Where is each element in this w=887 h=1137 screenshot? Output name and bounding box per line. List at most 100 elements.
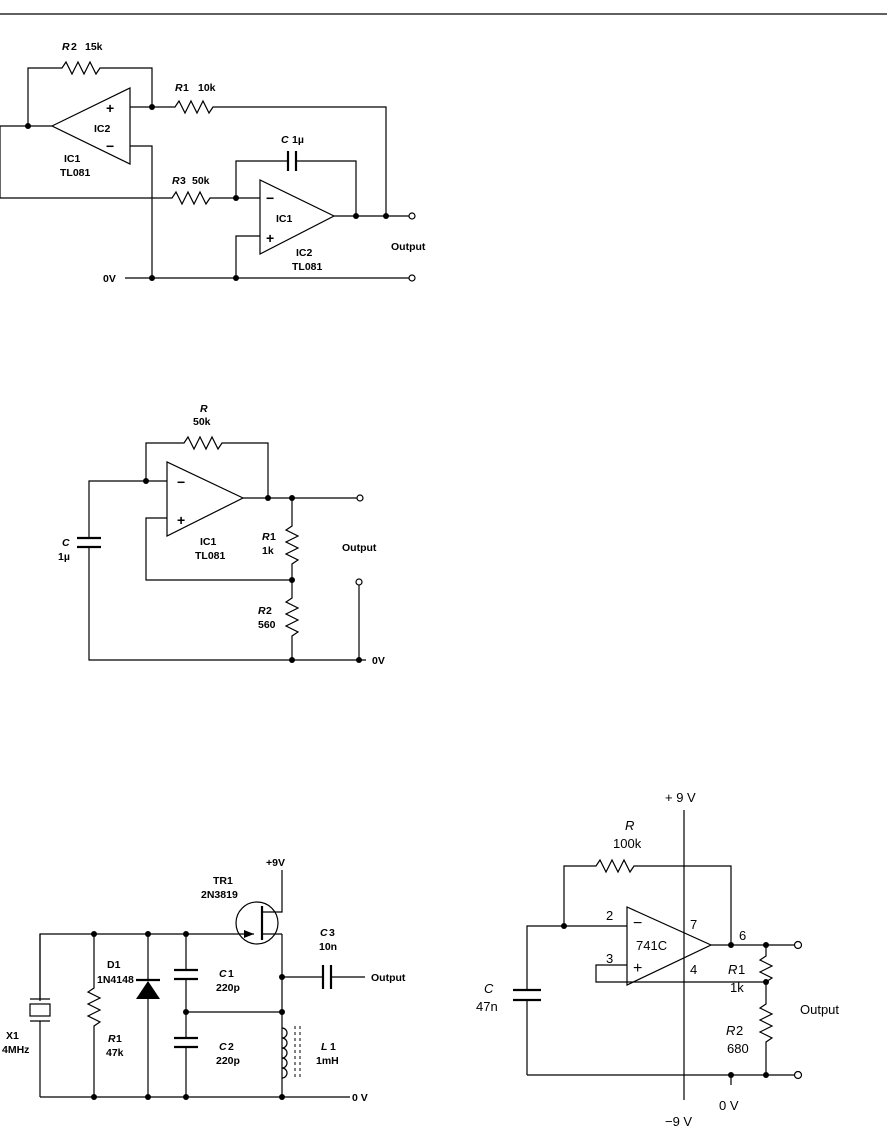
r-value: 100k <box>613 836 642 851</box>
r2-value: 560 <box>258 619 276 631</box>
r1-ref: R <box>728 962 737 977</box>
capacitor-c: C 1µ <box>235 134 357 216</box>
ground-terminal <box>793 1070 803 1080</box>
junction <box>145 931 151 937</box>
junction <box>265 495 271 501</box>
output-label: Output <box>342 542 377 554</box>
capacitor-c3: C 3 10n <box>282 927 365 989</box>
output-terminal-low <box>355 578 363 586</box>
r1-value: 10k <box>198 82 216 94</box>
c3-ref: C <box>320 927 328 939</box>
fet-tr1: TR1 2N3819 <box>201 870 283 945</box>
opamp-left-minus: − <box>106 138 114 154</box>
output-terminal <box>408 212 416 220</box>
junction <box>149 275 155 281</box>
opamp-left-inner-label: IC2 <box>94 123 111 135</box>
junction <box>289 657 295 663</box>
opamp-part: TL081 <box>195 550 226 562</box>
c3-value: 10n <box>319 941 337 953</box>
resistor-r1: R 1 1k <box>728 945 774 995</box>
opamp-left-plus: + <box>106 100 114 116</box>
r1-value: 47k <box>106 1047 124 1059</box>
l1-num: 1 <box>330 1041 336 1053</box>
opamp-ic1: − + IC1 TL081 <box>166 461 245 562</box>
r2-value: 15k <box>85 41 103 53</box>
junction <box>183 931 189 937</box>
opamp-741c: 741C − + 2 3 4 6 7 <box>606 906 746 986</box>
opamp-ic2-left: IC2 + − IC1 TL081 <box>50 87 131 179</box>
r2-num: 2 <box>71 41 77 53</box>
resistor-r: R 100k <box>563 818 732 945</box>
opamp-plus: + <box>177 512 185 528</box>
pin-6: 6 <box>739 928 746 943</box>
r2-num: 2 <box>266 605 272 617</box>
opamp-ic1-right: IC1 − + IC2 TL081 <box>259 179 336 273</box>
junction <box>91 931 97 937</box>
crystal-x1: X1 4MHz <box>2 934 51 1097</box>
junction <box>233 275 239 281</box>
resistor-r2: R 2 560 <box>258 580 300 660</box>
r-ref: R <box>625 818 634 833</box>
opamp-right-inner-label: IC1 <box>276 213 293 225</box>
c-value: 1µ <box>292 134 304 146</box>
r1-num: 1 <box>183 82 189 94</box>
c3-num: 3 <box>329 927 335 939</box>
c2-num: 2 <box>228 1041 234 1053</box>
opamp-right-ref: IC2 <box>296 247 313 259</box>
r1-value: 1k <box>730 980 744 995</box>
output-terminal <box>793 940 803 950</box>
r3-value: 50k <box>192 175 210 187</box>
r3-ref: R <box>172 175 180 187</box>
ground-label: 0V <box>103 273 116 285</box>
junction <box>91 1094 97 1100</box>
tr1-part: 2N3819 <box>201 889 238 901</box>
c-ref: C <box>281 134 289 146</box>
ground-label: 0V <box>372 655 385 667</box>
opamp-plus: + <box>633 960 642 977</box>
r2-ref: R <box>62 41 70 53</box>
opamp-part: 741C <box>636 938 667 953</box>
junction <box>25 123 31 129</box>
c-value: 47n <box>476 999 498 1014</box>
resistor-r1: R 1 10k <box>175 82 216 94</box>
output-label: Output <box>800 1002 839 1017</box>
d1-part: 1N4148 <box>97 974 134 986</box>
resistor-r3: R 3 50k <box>172 175 210 187</box>
c-value: 1µ <box>58 551 70 563</box>
opamp-minus: − <box>633 915 642 932</box>
l1-ref: L <box>321 1041 327 1053</box>
opamp-left-part: TL081 <box>60 167 91 179</box>
c-ref: C <box>484 981 494 996</box>
output-label: Output <box>391 241 426 253</box>
junction <box>149 104 155 110</box>
circuit-1: R 2 15k IC2 + − IC1 TL081 R 1 10k R 3 <box>0 41 426 285</box>
r-value: 50k <box>193 416 211 428</box>
junction <box>561 923 567 929</box>
tr1-ref: TR1 <box>213 875 233 887</box>
resistor-r2: R 2 15k <box>27 41 153 126</box>
opamp-right-part: TL081 <box>292 261 323 273</box>
r2-ref: R <box>258 605 266 617</box>
vplus-label: + 9 V <box>665 790 696 805</box>
r1-num: 1 <box>738 962 745 977</box>
d1-ref: D1 <box>107 959 121 971</box>
junction <box>763 1072 769 1078</box>
output-terminal <box>356 494 364 502</box>
junction <box>143 478 149 484</box>
circuit-2: R 50k − + IC1 TL081 C 1µ R 1 1k <box>58 403 385 667</box>
r1-num: 1 <box>270 531 276 543</box>
junction <box>383 213 389 219</box>
junction <box>279 1009 285 1015</box>
r1-ref: R <box>108 1033 116 1045</box>
inductor-l1: L 1 1mH <box>281 1026 339 1080</box>
diode-d1: D1 1N4148 <box>97 934 160 1097</box>
x1-ref: X1 <box>6 1030 19 1042</box>
r1-num: 1 <box>116 1033 122 1045</box>
r1-ref: R <box>262 531 270 543</box>
circuit-4: + 9 V −9 V R 100k 741C − + 2 3 4 6 7 C <box>476 790 839 1129</box>
capacitor-c2: C 2 220p <box>174 1036 240 1097</box>
circuit-3: +9V TR1 2N3819 X1 4MHz R 1 47 <box>2 857 406 1104</box>
r1-ref: R <box>175 82 183 94</box>
r1-value: 1k <box>262 545 274 557</box>
